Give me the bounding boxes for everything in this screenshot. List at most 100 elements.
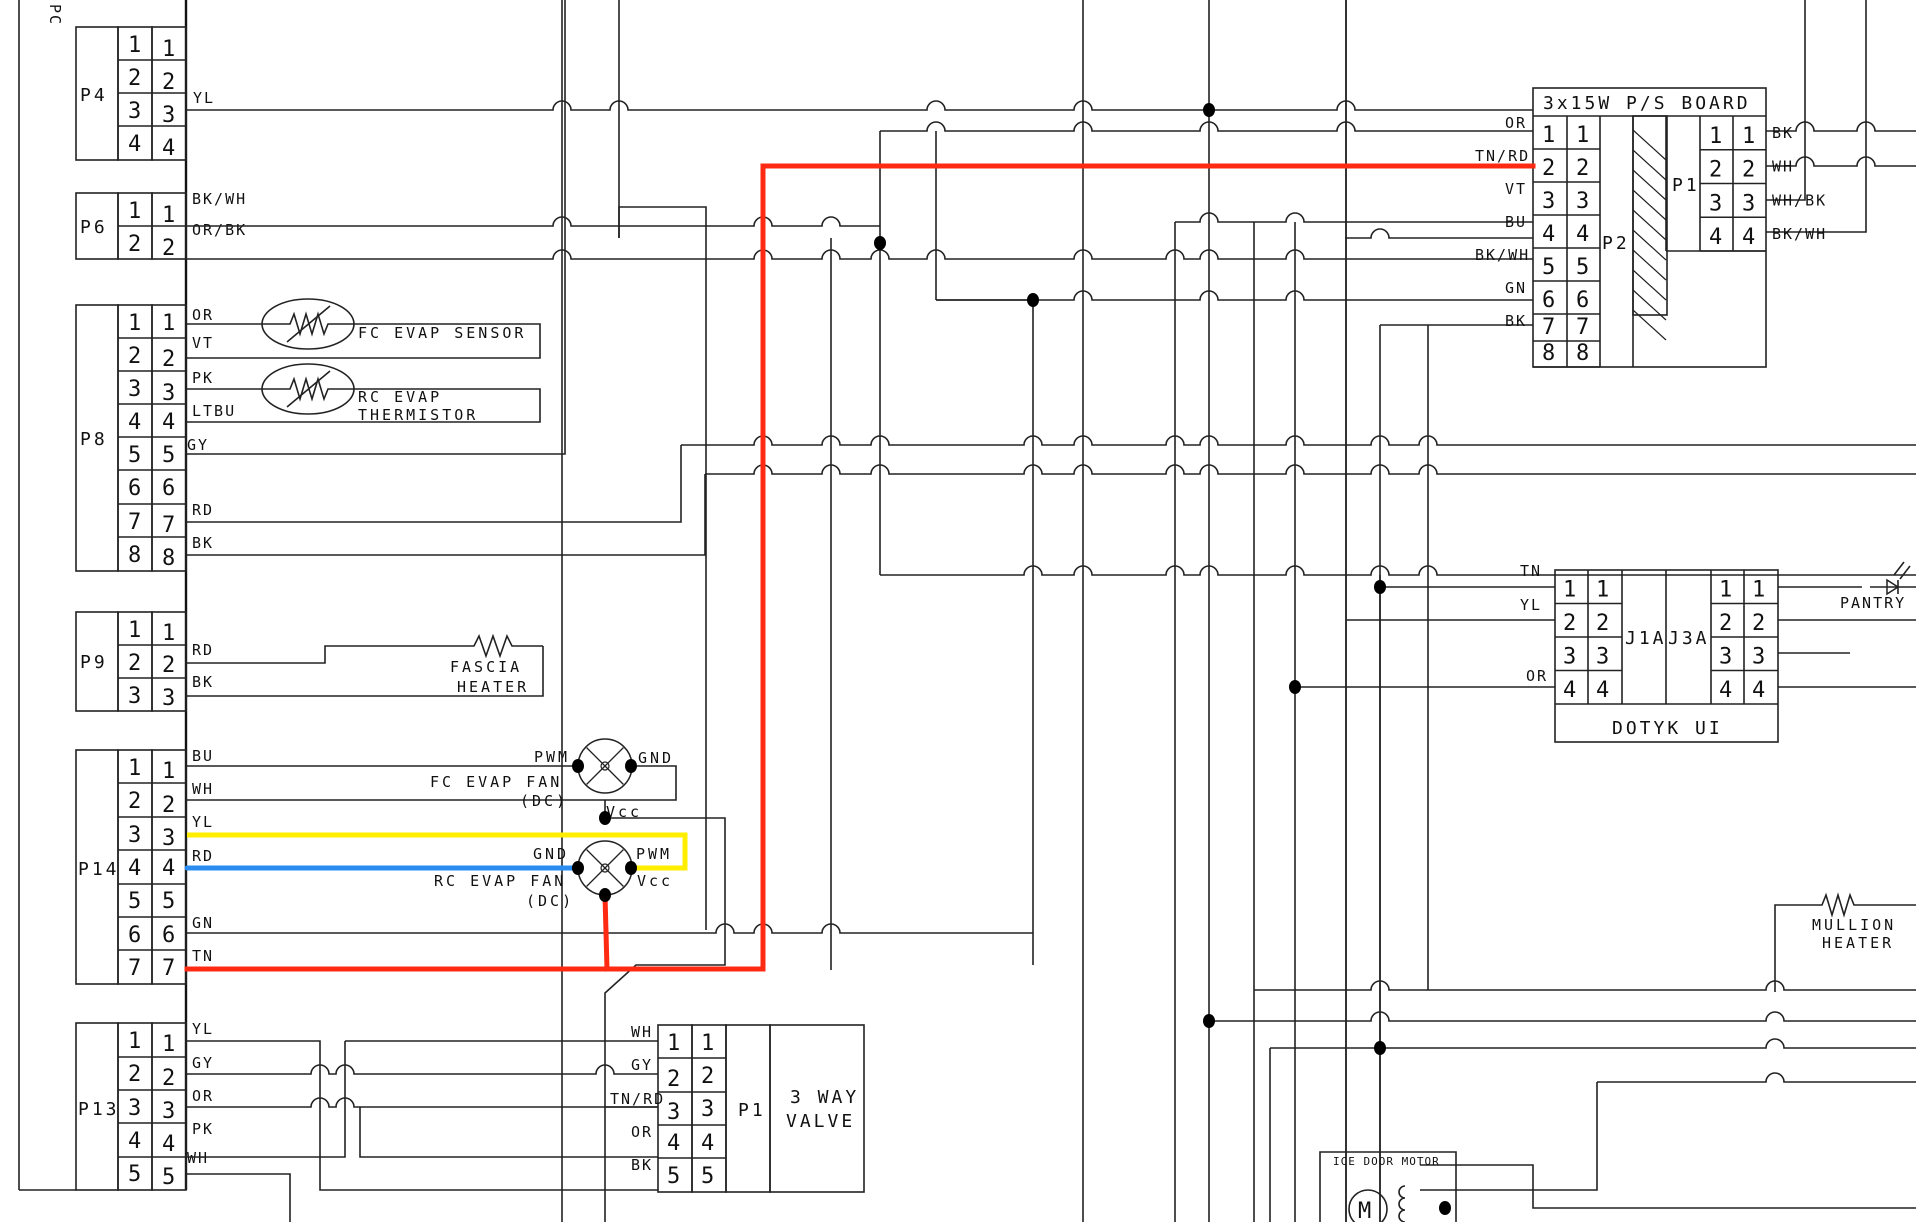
pin: 4 [128,132,141,157]
pin: 8 [162,546,175,571]
wire-label: BU [192,747,214,765]
ice-door-motor: ICE DOOR MOTOR M [1319,1151,1457,1222]
j3a-label: J3A [1668,628,1710,649]
pin: 6 [128,923,141,948]
wire-label: OR [631,1123,653,1141]
pin: 2 [162,236,175,261]
wire-label: TN [192,947,214,965]
connector-p8: P8 1 1 2 2 3 3 4 4 5 5 6 6 7 7 8 8 OR VT… [75,304,236,572]
pin: 5 [128,889,141,914]
wire-label: BK/WH [1772,225,1827,243]
pin: 1 [1709,124,1722,149]
pin: 5 [128,1162,141,1187]
wire-label: TN/RD [610,1090,665,1108]
pin: 1 [1719,578,1732,603]
board-hatch [1632,129,1667,341]
pin: 1 [128,311,141,336]
wire [618,206,707,238]
pin: 4 [128,856,141,881]
wire-label: YL [192,1020,214,1038]
pantry-label: PANTRY [1840,594,1906,612]
pin: 3 [667,1100,680,1125]
wire [1766,156,1916,167]
fan-pin-vcc: Vcc [606,803,642,821]
wire [186,445,682,523]
valve-label: 3 WAY [790,1087,859,1108]
pin: 3 [162,1099,175,1124]
hatch-line [1632,189,1667,221]
fan-blade [604,765,624,785]
wire [186,1173,291,1222]
wire-label: BK/WH [1475,246,1530,264]
pin: 2 [162,653,175,678]
ps-board-title: 3x15W P/S BOARD [1543,93,1751,114]
pin: 1 [128,199,141,224]
fan-pin-gnd: GND [638,749,674,767]
wire [186,474,706,556]
pin: 1 [701,1031,714,1056]
pin: 1 [162,37,175,62]
dotyk-ui-title: DOTYK UI [1612,718,1723,739]
wire-label: WH [187,1149,209,1167]
hatch-line [1632,229,1667,261]
fan-pin-pwm: PWM [534,748,570,766]
wire [186,765,677,801]
valve-connector-label: P1 [738,1100,766,1121]
junction-dot [1027,293,1039,307]
pin: 6 [128,476,141,501]
connector-label: P13 [78,1099,120,1120]
fan-pin-pwm: PWM [636,845,672,863]
pantry-light: PANTRY [1778,561,1916,612]
wire-label: BK [192,673,214,691]
wire-label: LTBU [192,402,236,420]
wire-label: VT [192,334,214,352]
pin: 5 [701,1164,714,1189]
wire-label: RD [192,501,214,519]
pin: 3 [1563,645,1576,670]
pin: 1 [1576,123,1589,148]
connector-label: P8 [80,429,108,450]
rc-evap-fan-label: RC EVAP FAN [434,872,566,890]
pin: 1 [162,621,175,646]
fc-evap-fan-label: (DC) [520,792,568,810]
p2-label: P2 [1602,233,1630,254]
pin: 3 [162,381,175,406]
wire-label: GY [187,436,209,454]
pin: 8 [1576,341,1589,366]
pin: 2 [128,651,141,676]
pin: 7 [1576,315,1589,340]
pin: 4 [1742,225,1755,250]
pin: 1 [1542,123,1555,148]
pin: 7 [162,513,175,538]
pin: 3 [1596,645,1609,670]
fc-evap-sensor: FC EVAP SENSOR [261,298,523,350]
pin: 4 [162,136,175,161]
hatch-line [1632,129,1667,161]
pin: 2 [162,793,175,818]
junction-dot [625,861,637,875]
wire-label: PK [192,1120,214,1138]
pin: 3 [162,826,175,851]
pin: 4 [1719,678,1732,703]
wire-label: OR [192,1087,214,1105]
pin: 2 [128,789,141,814]
rc-evap-thermistor: RC EVAP THERMISTOR [261,363,475,424]
pin: 1 [1742,124,1755,149]
pin: 4 [1576,222,1589,247]
pin: 5 [1576,255,1589,280]
pin: 3 [1576,189,1589,214]
pin: 4 [1563,678,1576,703]
wire [880,121,1533,132]
pin: 1 [162,203,175,228]
junction-dot [1374,1041,1386,1055]
rc-evap-thermistor-label: RC EVAP [358,388,442,406]
pin: 1 [128,756,141,781]
pin: 2 [162,347,175,372]
fan-blade [604,849,624,869]
pin: 3 [1542,189,1555,214]
pin: 2 [162,1066,175,1091]
wire [186,1040,658,1191]
pin: 3 [128,1096,141,1121]
